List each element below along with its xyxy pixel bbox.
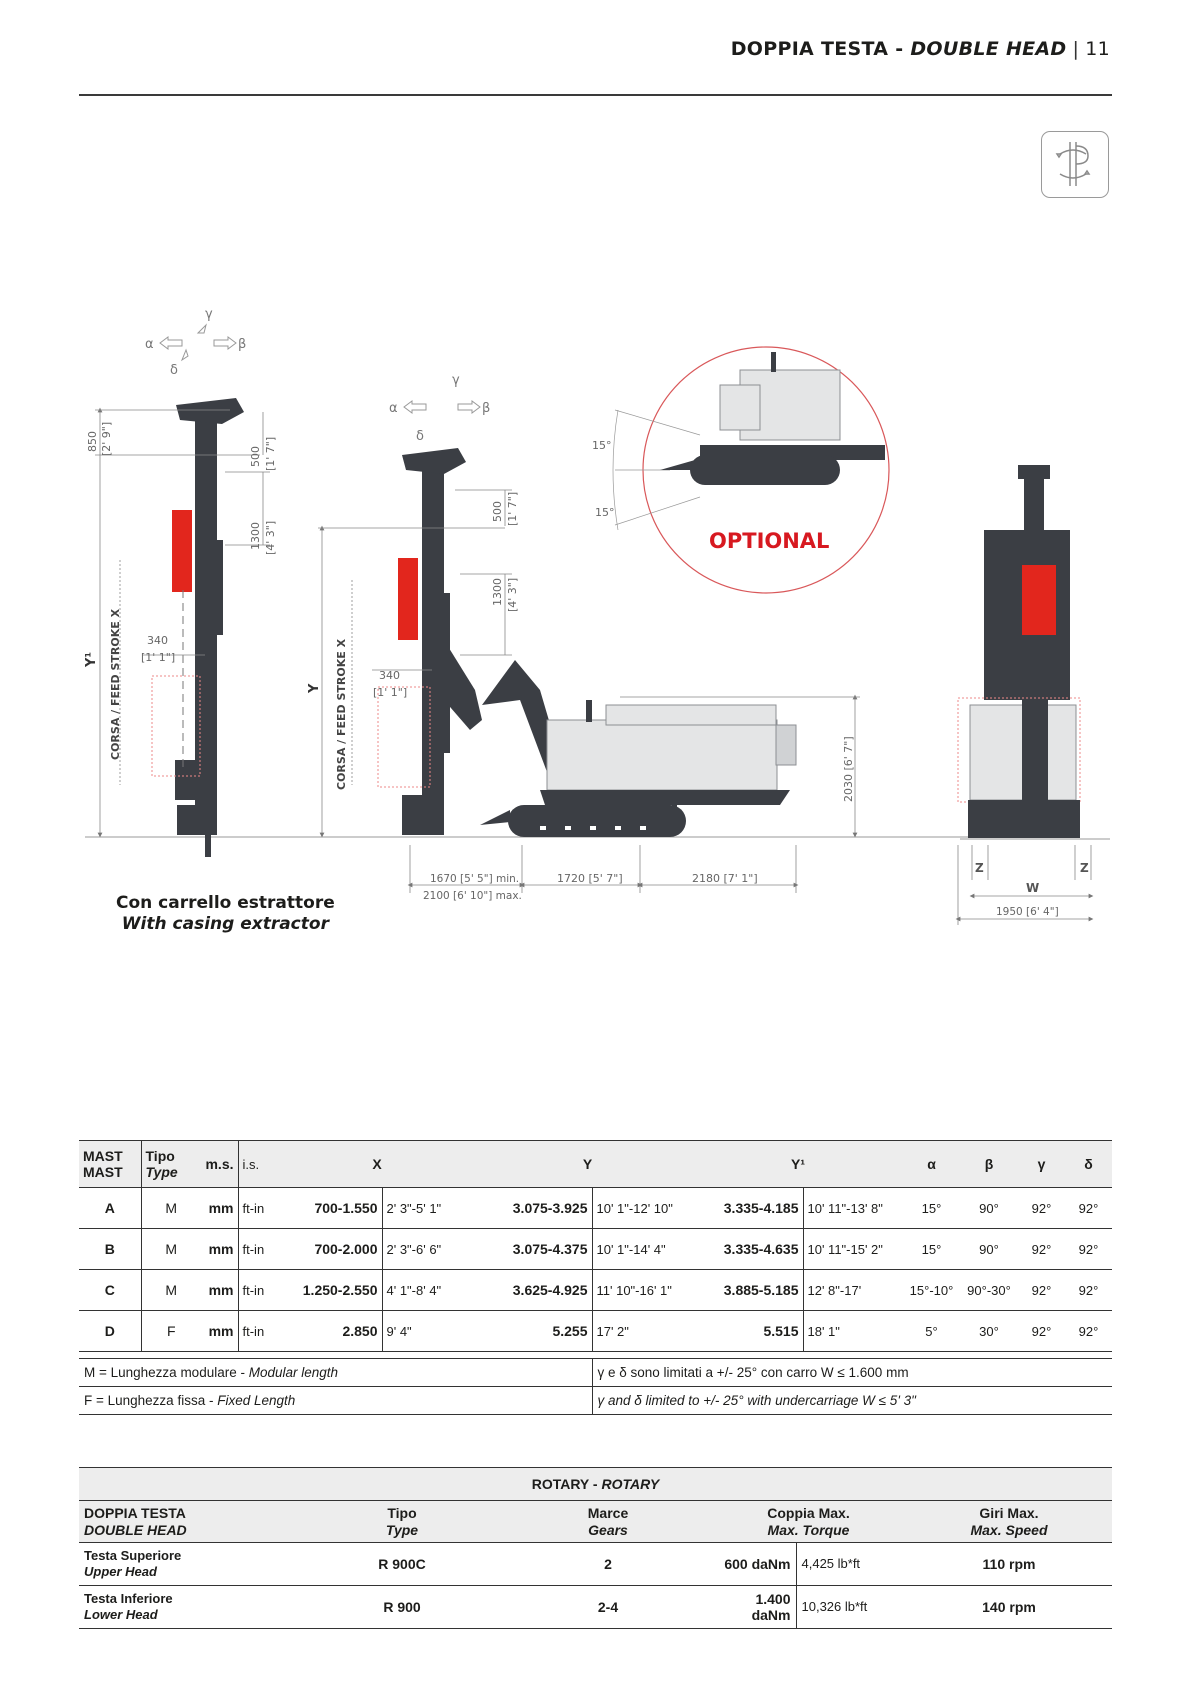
rotary-head-red <box>172 510 192 592</box>
z-right-label: Z <box>1080 861 1089 875</box>
header-separator: | <box>1072 38 1080 60</box>
z-left-label: Z <box>975 861 984 875</box>
mast-beam <box>195 420 217 835</box>
optional-detail-circle: 15° 15° OPTIONAL <box>592 346 890 594</box>
svg-text:2100 [6' 10"] max.: 2100 [6' 10"] max. <box>423 890 522 902</box>
svg-text:[1' 1"]: [1' 1"] <box>141 651 175 664</box>
svg-text:500: 500 <box>491 501 504 522</box>
header-title-en: DOUBLE HEAD <box>910 38 1067 60</box>
feed-stroke-label: CORSA / FEED STROKE X <box>335 638 348 790</box>
double-head-rotary-icon <box>1041 131 1109 198</box>
y-dimension-label: Y <box>307 683 322 694</box>
angle-indicator-middle: α β γ δ <box>389 373 490 444</box>
drawing-caption: Con carrello estrattore With casing extr… <box>116 893 335 935</box>
svg-text:[4' 3"]: [4' 3"] <box>506 578 519 612</box>
svg-text:500: 500 <box>249 446 262 467</box>
beta-label: β <box>238 337 246 352</box>
alpha-label: α <box>389 401 398 416</box>
svg-text:2180 [7' 1"]: 2180 [7' 1"] <box>692 872 758 885</box>
svg-text:[1' 7"]: [1' 7"] <box>506 492 519 526</box>
svg-text:1300: 1300 <box>491 578 504 606</box>
svg-text:[4' 3"]: [4' 3"] <box>264 521 277 555</box>
crawler-tracks <box>968 800 1080 838</box>
svg-text:1670 [5' 5"] min.: 1670 [5' 5"] min. <box>430 873 519 885</box>
angle-bottom-label: 15° <box>595 506 615 519</box>
delta-label: δ <box>170 363 178 378</box>
header-rule <box>79 94 1112 96</box>
y1-dimension-label: Y¹ <box>84 652 99 668</box>
rotary-head-red <box>398 558 418 640</box>
rotary-title-row: ROTARY - ROTARY <box>79 1467 1112 1501</box>
mast-table-notes: M = Lunghezza modulare - Modular length … <box>79 1358 1112 1415</box>
note-row: F = Lunghezza fissa - Fixed Length γ and… <box>79 1386 1112 1415</box>
page-number: 11 <box>1085 38 1110 60</box>
caption-it: Con carrello estrattore <box>116 893 335 913</box>
feed-stroke-label: CORSA / FEED STROKE X <box>109 608 122 760</box>
delta-label: δ <box>416 429 424 444</box>
svg-text:[2' 9"]: [2' 9"] <box>100 422 113 456</box>
w-label: W <box>1026 881 1039 895</box>
svg-text:[1' 1"]: [1' 1"] <box>373 686 407 699</box>
width-dimension: 1950 [6' 4"] <box>996 906 1059 918</box>
gamma-label: γ <box>205 307 213 322</box>
caption-en: With casing extractor <box>121 914 329 934</box>
machine-drawings: α β γ δ α β γ δ 850 <box>84 307 1110 925</box>
front-view-drawing: Z Z W 1950 [6' 4"] <box>955 465 1110 925</box>
left-mast-drawing: 850 [2' 9"] 500 [1' 7"] 1300 [4' 3"] 340… <box>84 398 480 857</box>
svg-text:340: 340 <box>147 634 168 647</box>
svg-text:1300: 1300 <box>249 522 262 550</box>
svg-text:[1' 7"]: [1' 7"] <box>264 437 277 471</box>
angle-top-label: 15° <box>592 439 612 452</box>
alpha-label: α <box>145 337 154 352</box>
svg-text:850: 850 <box>86 431 99 452</box>
svg-text:340: 340 <box>379 669 400 682</box>
mast-beam <box>422 470 444 835</box>
beta-label: β <box>482 401 490 416</box>
page-header: DOPPIA TESTA - DOUBLE HEAD|11 <box>731 38 1110 60</box>
side-view-rig-drawing: 500 [1' 7"] 1300 [4' 3"] 340 [1' 1"] 203… <box>307 448 1050 902</box>
note-row: M = Lunghezza modulare - Modular length … <box>79 1358 1112 1387</box>
header-title-it: DOPPIA TESTA - <box>730 38 911 60</box>
svg-text:2030 [6' 7"]: 2030 [6' 7"] <box>842 736 855 802</box>
svg-text:1720 [5' 7"]: 1720 [5' 7"] <box>557 872 623 885</box>
angle-indicator-left: α β γ δ <box>145 307 246 378</box>
rotary-head-red <box>1022 565 1056 635</box>
crawler-track <box>508 805 686 837</box>
optional-label: OPTIONAL <box>709 529 829 553</box>
gamma-label: γ <box>452 373 460 388</box>
engine-housing <box>546 719 778 791</box>
